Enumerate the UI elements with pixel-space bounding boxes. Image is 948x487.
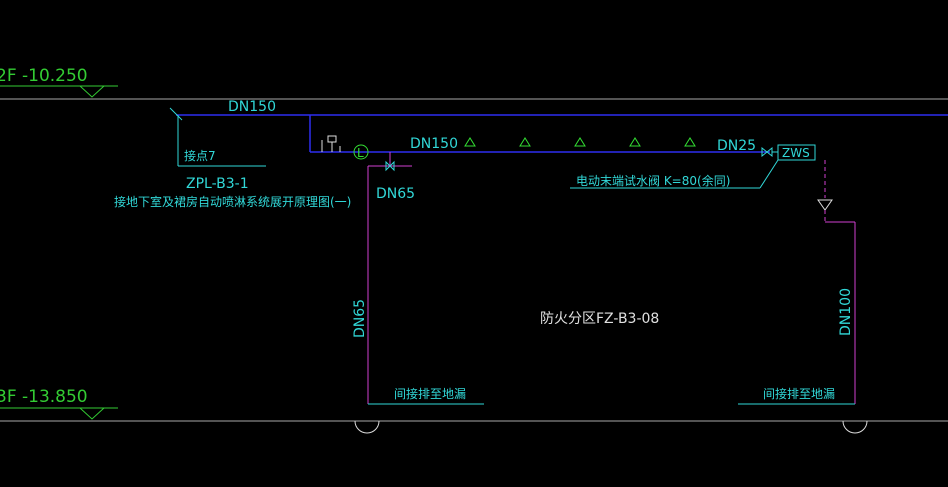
drain-funnel-icon bbox=[817, 199, 833, 211]
gate-valve-icon bbox=[385, 160, 395, 172]
upper-elevation-marker: 2F -10.250 bbox=[0, 66, 118, 98]
left-drain-size: DN65 bbox=[376, 186, 415, 202]
lower-level-label: 3F -13.850 bbox=[0, 387, 88, 407]
signal-valve-icon bbox=[321, 135, 341, 152]
sprinkler-head-icon bbox=[684, 137, 696, 147]
branch-pipe-size: DN150 bbox=[410, 136, 458, 152]
flow-indicator-icon: L bbox=[353, 144, 369, 160]
flow-indicator-label: L bbox=[357, 146, 364, 160]
fire-zone-label: 防火分区FZ-B3-08 bbox=[540, 311, 659, 327]
riser-id: ZPL-B3-1 bbox=[186, 176, 249, 192]
sprinklers bbox=[464, 137, 696, 147]
elevation-marker-icon bbox=[78, 407, 106, 420]
gate-valve-icon bbox=[761, 146, 773, 158]
left-drain bbox=[367, 152, 484, 405]
left-drain-note: 间接排至地漏 bbox=[394, 386, 466, 401]
elevation-marker-icon bbox=[78, 85, 106, 98]
end-test-valve: ZWS bbox=[570, 144, 816, 189]
right-drain-note: 间接排至地漏 bbox=[763, 386, 835, 401]
zws-label: ZWS bbox=[782, 146, 810, 160]
main-pipe-size: DN150 bbox=[228, 99, 276, 115]
sprinkler-head-icon bbox=[574, 137, 586, 147]
zws-box bbox=[777, 144, 816, 161]
test-valve-label: 电动末端试水阀 K=80(余同) bbox=[576, 173, 730, 188]
pipe-support-icon bbox=[842, 420, 868, 434]
riser-note: 接地下室及裙房自动喷淋系统展开原理图(一) bbox=[114, 194, 351, 209]
end-pipe-size: DN25 bbox=[717, 138, 756, 154]
sprinkler-head-icon bbox=[464, 137, 476, 147]
right-drain bbox=[738, 160, 856, 405]
pipe-support-icon bbox=[354, 420, 380, 434]
sprinkler-head-icon bbox=[519, 137, 531, 147]
connection-point: 接点7 bbox=[169, 107, 266, 167]
branch-pipe bbox=[309, 115, 770, 153]
lower-elevation-marker: 3F -13.850 bbox=[0, 387, 118, 420]
sprinkler-head-icon bbox=[629, 137, 641, 147]
upper-level-label: 2F -10.250 bbox=[0, 66, 88, 86]
left-vertical-size: DN65 bbox=[352, 299, 368, 338]
right-vertical-size: DN100 bbox=[838, 288, 854, 336]
connection-point-label: 接点7 bbox=[184, 148, 216, 163]
